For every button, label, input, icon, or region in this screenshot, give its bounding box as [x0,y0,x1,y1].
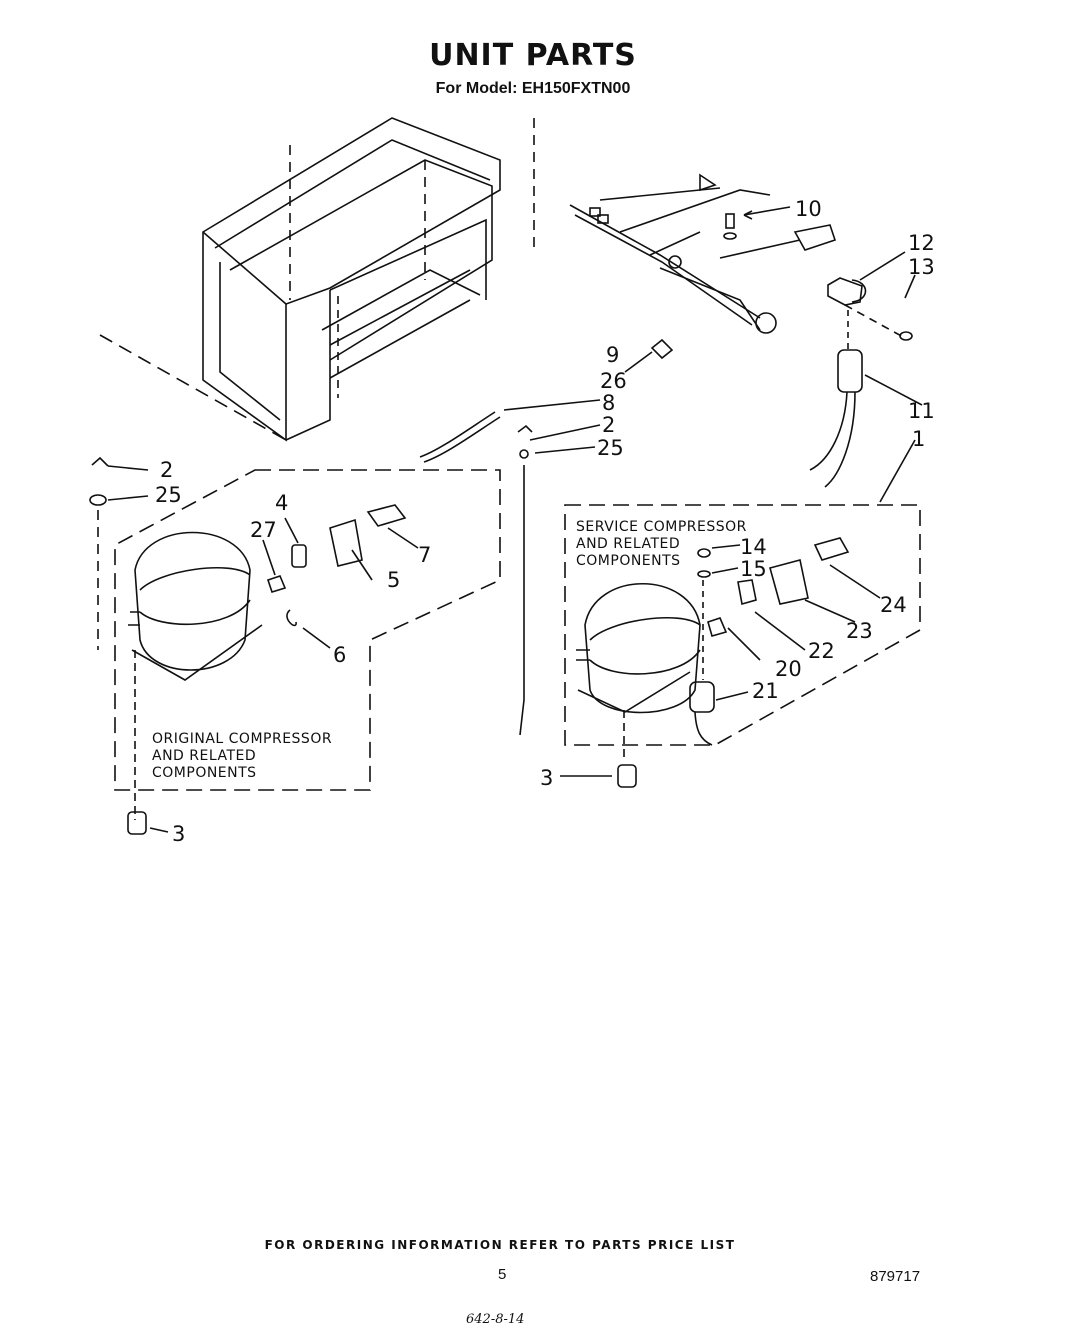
callout-12: 12 [908,231,935,255]
clip-grommet-center [517,424,533,736]
callout-25-center: 25 [597,436,624,460]
document-number: 879717 [870,1268,921,1285]
callout-25-left: 25 [155,483,182,507]
callout-10: 10 [795,197,822,221]
callout-9: 9 [606,343,619,367]
screw-10 [723,206,791,240]
callout-15: 15 [740,557,767,581]
service-box-label-3: COMPONENTS [576,553,681,569]
callout-22: 22 [808,639,835,663]
model-subtitle: For Model: EH150FXTN00 [435,80,631,97]
callout-21: 21 [752,679,779,703]
service-components [689,537,881,746]
service-compressor [576,583,701,760]
callout-3-left: 3 [172,822,185,846]
mounting-grommet-3a [127,811,169,835]
callout-5: 5 [387,568,400,592]
original-box-label-2: AND RELATED [152,748,256,764]
page-number: 5 [498,1266,507,1283]
callout-3-right: 3 [540,766,553,790]
callout-13: 13 [908,255,935,279]
original-compressor-box [114,469,501,791]
drier-8 [419,399,601,463]
callout-8: 8 [602,391,615,415]
service-box-label-1: SERVICE COMPRESSOR [576,519,747,535]
callout-11: 11 [908,399,935,423]
clamp-12-13 [827,251,916,341]
clip-grommet-left [89,456,149,650]
callout-23: 23 [846,619,873,643]
handwritten-note: 642-8-14 [466,1312,525,1327]
original-box-label-3: COMPONENTS [152,765,257,781]
callout-14: 14 [740,535,767,559]
callout-24: 24 [880,593,907,617]
callout-1: 1 [912,427,925,451]
page-title: UNIT PARTS [429,38,637,73]
callout-27: 27 [250,518,277,542]
original-components [262,504,419,649]
original-box-label-1: ORIGINAL COMPRESSOR [152,731,332,747]
callout-7: 7 [418,543,431,567]
ordering-info-note: FOR ORDERING INFORMATION REFER TO PARTS … [264,1238,736,1252]
callout-26: 26 [600,369,627,393]
capacitor-11 [809,310,923,488]
service-compressor-box [564,504,921,746]
callout-2-left: 2 [160,458,173,482]
callout-6: 6 [333,643,346,667]
mounting-grommet-3b [560,764,637,788]
callout-2-center: 2 [602,413,615,437]
leader-1 [879,439,916,503]
callout-4: 4 [275,491,288,515]
callout-20: 20 [775,657,802,681]
cabinet-outline [99,117,535,442]
original-compressor [128,531,263,820]
wire-harness-9 [569,173,837,334]
service-box-label-2: AND RELATED [576,536,680,552]
connector-26 [624,338,674,373]
